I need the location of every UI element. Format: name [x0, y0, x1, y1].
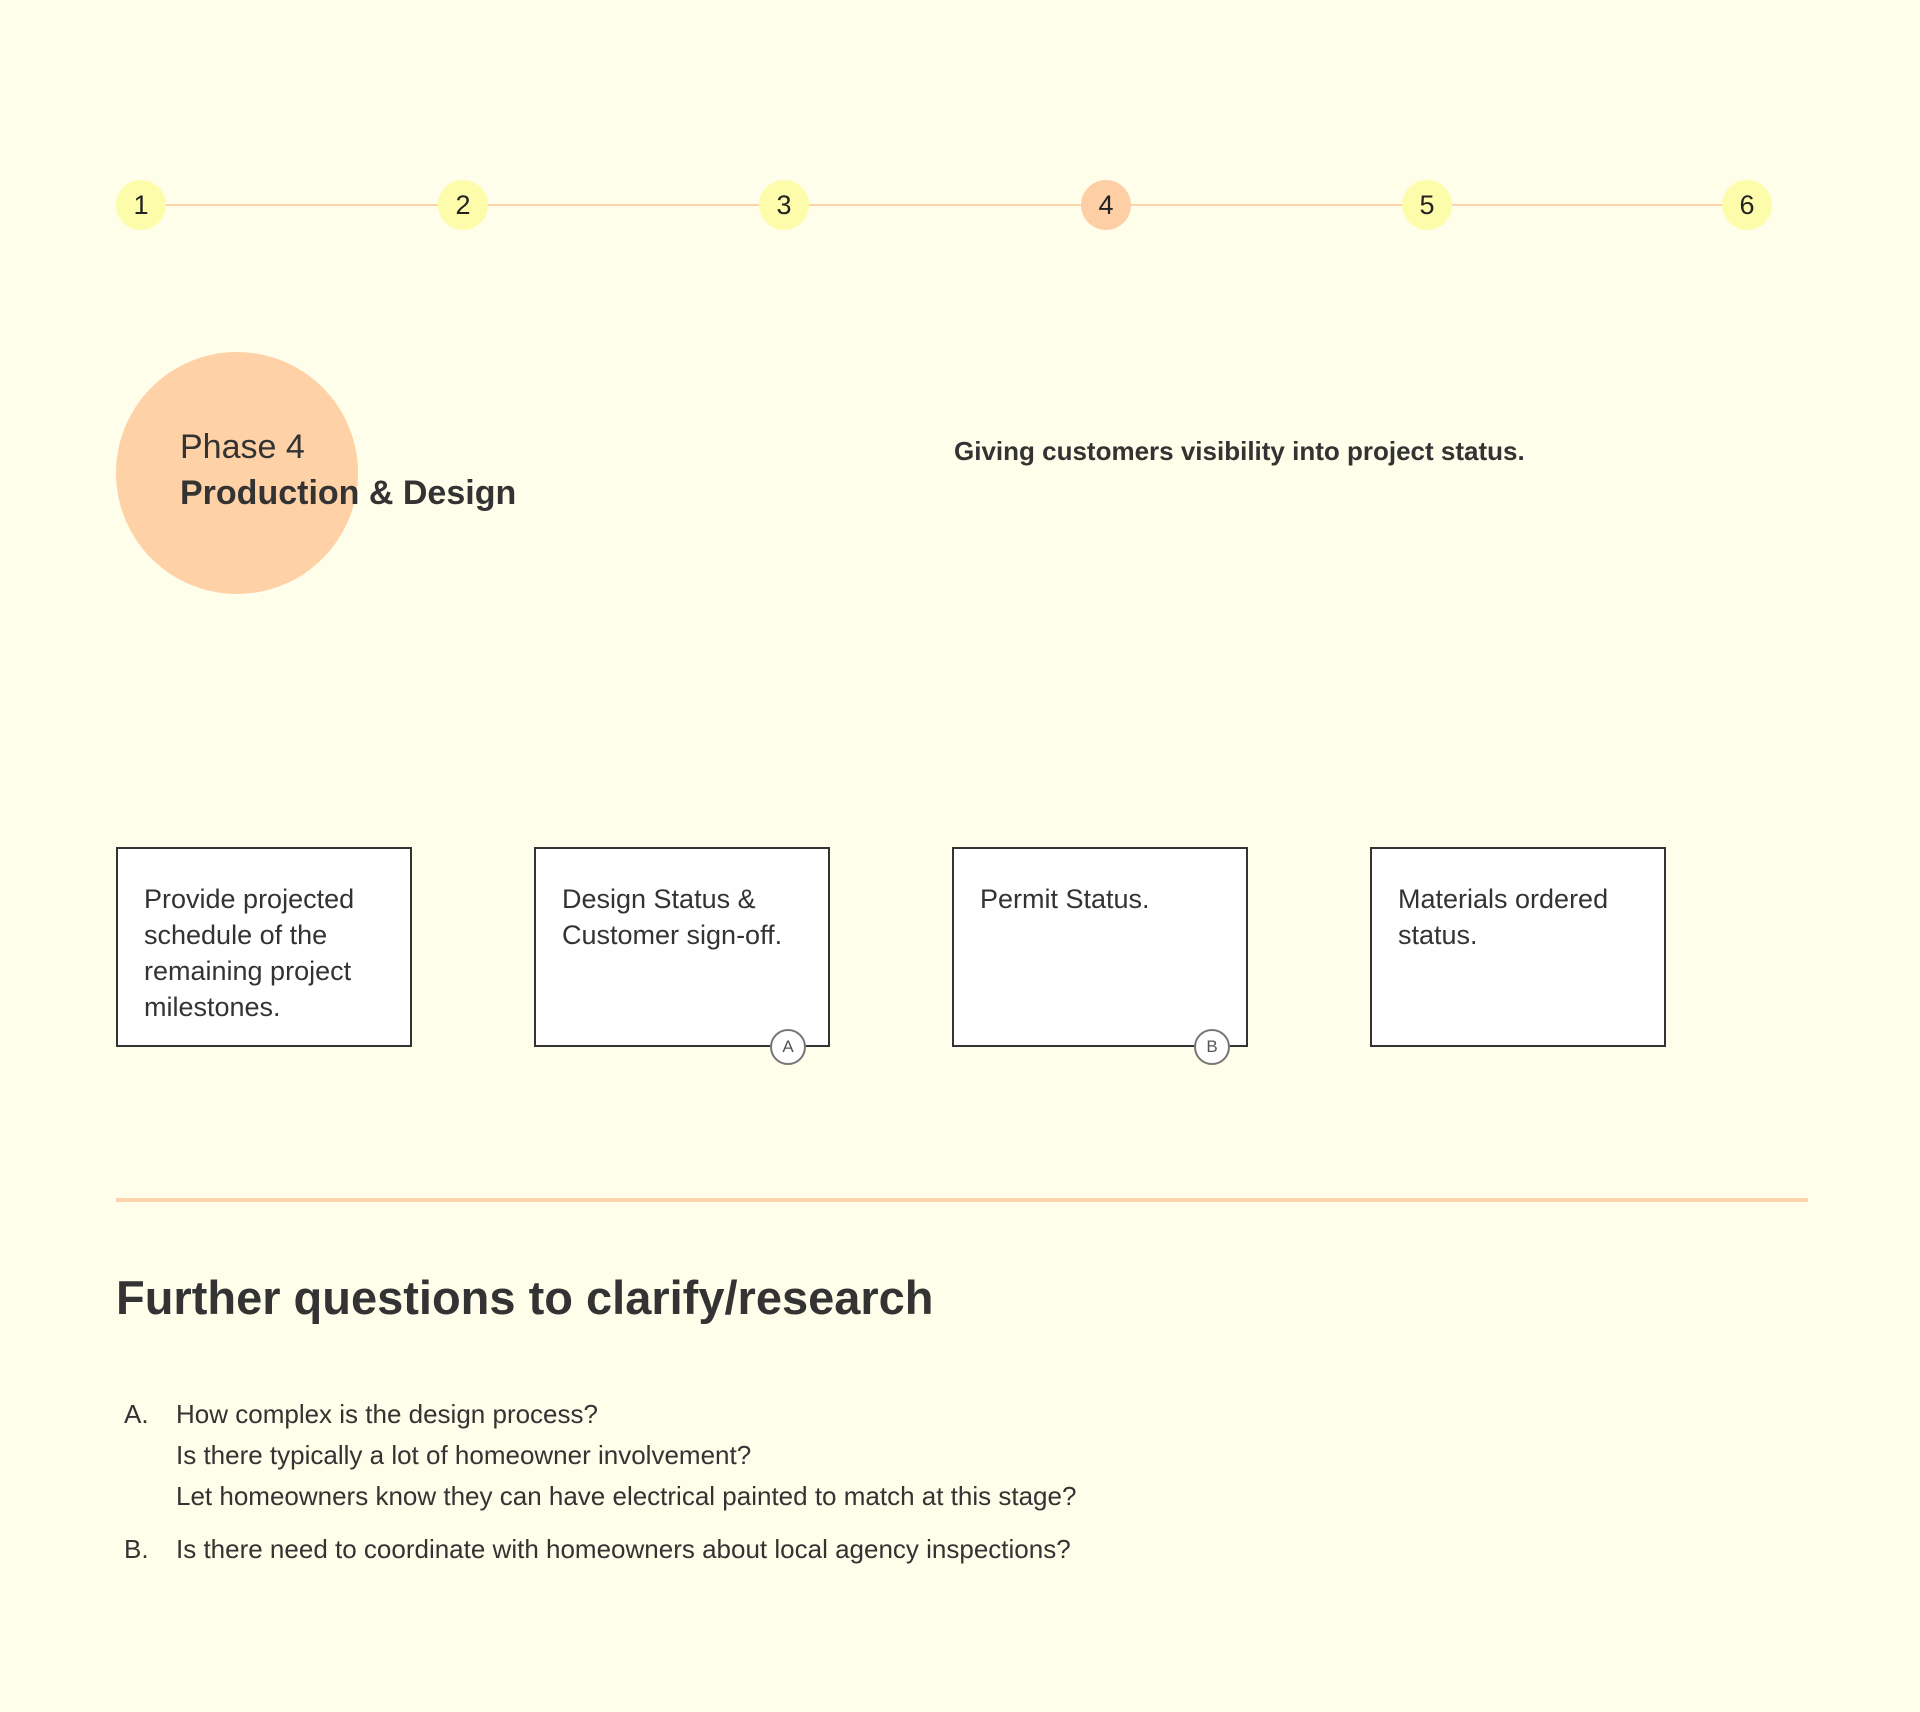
question-item-b: B. Is there need to coordinate with home… [124, 1529, 1724, 1570]
task-card-permit-status: Permit Status. [952, 847, 1248, 1047]
task-card-design-status: Design Status & Customer sign-off. [534, 847, 830, 1047]
question-text: Is there typically a lot of homeowner in… [176, 1440, 752, 1470]
question-marker-a[interactable]: A [770, 1029, 806, 1065]
stepper-connector-line [140, 204, 1748, 206]
step-1[interactable]: 1 [116, 180, 166, 230]
phase-description: Giving customers visibility into project… [954, 436, 1525, 466]
question-letter: A. [124, 1399, 149, 1429]
question-text: Is there need to coordinate with homeown… [176, 1534, 1071, 1564]
further-questions-title: Further questions to clarify/research [116, 1271, 934, 1324]
section-divider [116, 1198, 1808, 1202]
phase-stepper: 1 2 3 4 5 6 [116, 180, 1772, 230]
question-letter: B. [124, 1534, 149, 1564]
task-card-text: Permit Status. [980, 884, 1150, 914]
phase-circle [116, 352, 358, 594]
question-text: How complex is the design process? [176, 1399, 598, 1429]
task-card-text: Design Status & Customer sign-off. [562, 884, 783, 950]
task-card-text: Materials ordered status. [1398, 884, 1609, 950]
phase-number: Phase 4 [180, 428, 305, 466]
questions-list: A. How complex is the design process? Is… [124, 1394, 1724, 1582]
step-5[interactable]: 5 [1402, 180, 1452, 230]
question-text: Let homeowners know they can have electr… [176, 1481, 1077, 1511]
step-4[interactable]: 4 [1081, 180, 1131, 230]
question-item-a: A. How complex is the design process? Is… [124, 1394, 1724, 1517]
task-card-schedule: Provide projected schedule of the remain… [116, 847, 412, 1047]
task-card-text: Provide projected schedule of the remain… [144, 884, 355, 1022]
question-marker-b[interactable]: B [1194, 1029, 1230, 1065]
step-3[interactable]: 3 [759, 180, 809, 230]
step-2[interactable]: 2 [438, 180, 488, 230]
step-6[interactable]: 6 [1722, 180, 1772, 230]
phase-title: Production & Design [180, 474, 517, 512]
task-card-materials-status: Materials ordered status. [1370, 847, 1666, 1047]
